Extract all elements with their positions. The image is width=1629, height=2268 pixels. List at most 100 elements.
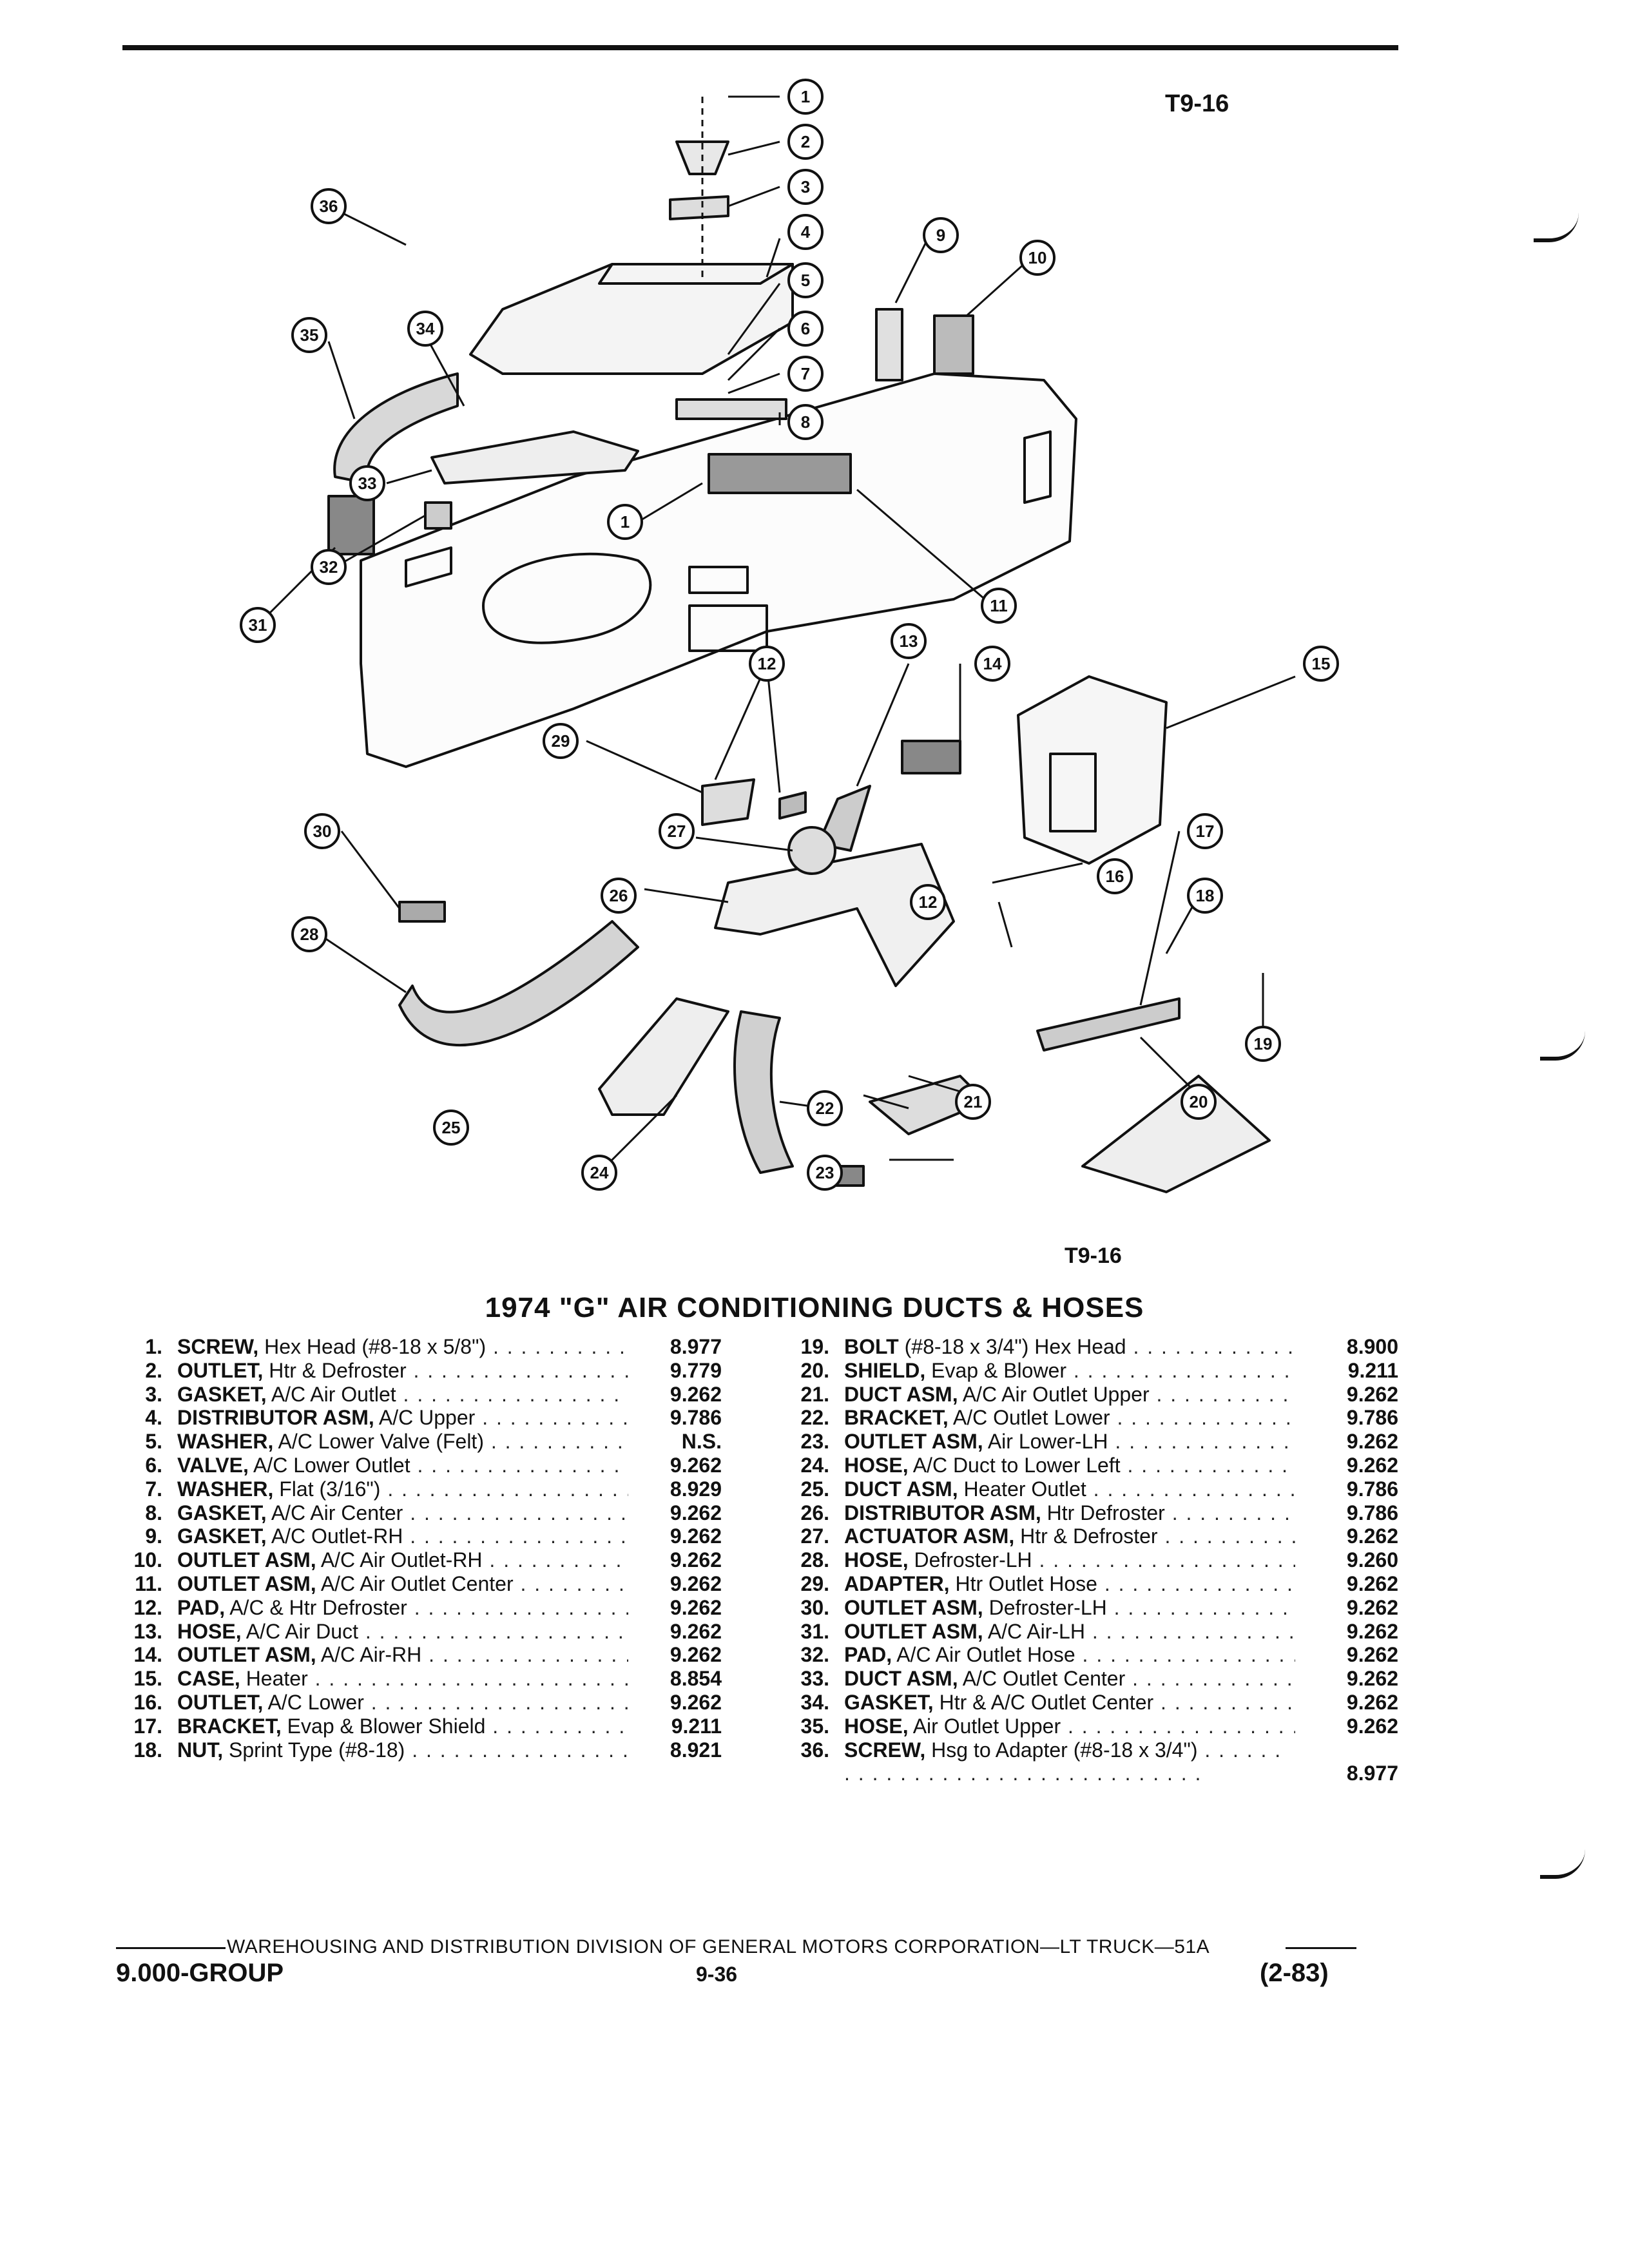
part-number: 33. [800, 1667, 829, 1691]
outlet-11-shape [708, 453, 852, 494]
leader-dots: . . . . . . . . . . . . . . . . . . . . … [429, 1643, 628, 1667]
part-description: HOSE, A/C Duct to Lower Left . . . . . .… [844, 1454, 1295, 1477]
part-number: 6. [145, 1453, 162, 1477]
part-number: 14. [133, 1643, 162, 1667]
parts-row: 35.HOSE, Air Outlet Upper . . . . . . . … [783, 1715, 1398, 1738]
part-name: PAD, [177, 1595, 226, 1619]
group-code: 9.262 [1346, 1524, 1398, 1548]
part-description: ADAPTER, Htr Outlet Hose . . . . . . . .… [844, 1572, 1295, 1596]
dash-vent-left [405, 546, 452, 588]
part-description: DUCT ASM, A/C Outlet Center . . . . . . … [844, 1667, 1295, 1691]
callout-5: 5 [801, 271, 810, 290]
callout-7: 7 [801, 364, 810, 383]
callout-28: 28 [300, 925, 319, 944]
group-code: 9.262 [1346, 1595, 1398, 1619]
part-description: HOSE, A/C Air Duct . . . . . . . . . . .… [177, 1620, 628, 1644]
part-number: 1. [145, 1335, 162, 1358]
parts-row: 24.HOSE, A/C Duct to Lower Left . . . . … [783, 1454, 1398, 1477]
part-description: OUTLET ASM, Defroster-LH . . . . . . . .… [844, 1596, 1295, 1620]
parts-row: 1.SCREW, Hex Head (#8-18 x 5/8") . . . .… [116, 1335, 722, 1359]
callout-34: 34 [416, 319, 435, 338]
part-name: GASKET, [844, 1690, 934, 1714]
binder-mark-1 [1534, 213, 1579, 242]
group-code: 9.262 [670, 1548, 722, 1572]
part-name: HOSE, [844, 1453, 909, 1477]
part-detail: Sprint Type (#8-18) [229, 1738, 405, 1762]
part-detail: Htr Defroster [1046, 1501, 1165, 1524]
leader-dots: . . . . . . . . . . . . . . . . . . . . … [844, 1738, 1282, 1785]
callout-21: 21 [964, 1092, 983, 1111]
group-code: 9.260 [1346, 1548, 1398, 1572]
group-code: 9.262 [1346, 1382, 1398, 1406]
parts-row: 30.OUTLET ASM, Defroster-LH . . . . . . … [783, 1596, 1398, 1620]
part-detail: A/C Outlet-RH [271, 1524, 403, 1548]
hose-13-shape [817, 785, 871, 852]
part-description: OUTLET ASM, A/C Air-RH . . . . . . . . .… [177, 1643, 628, 1667]
distributor-26 [714, 843, 955, 987]
callout-4: 4 [801, 222, 811, 242]
part-name: DISTRIBUTOR ASM, [177, 1406, 374, 1430]
group-code: 9.262 [1346, 1690, 1398, 1714]
callout-33: 33 [358, 474, 377, 493]
shield-20-shape [1081, 1075, 1271, 1193]
callout-16: 16 [1106, 867, 1124, 886]
gasket-8-shape [675, 398, 787, 420]
leader-dots: . . . . . . . . . . . . . . . . . . . . … [417, 1453, 629, 1477]
callout-29: 29 [552, 731, 570, 751]
part-detail: Air Outlet Upper [912, 1714, 1061, 1738]
part-number: 15. [133, 1667, 162, 1691]
part-description: ACTUATOR ASM, Htr & Defroster . . . . . … [844, 1524, 1295, 1548]
top-rule [122, 45, 1398, 50]
binder-mark-3 [1540, 1849, 1585, 1879]
footer-division-line: WAREHOUSING AND DISTRIBUTION DIVISION OF… [227, 1936, 1210, 1957]
leader-dots: . . . . . . . . . . . . . . . . . . . . … [414, 1595, 628, 1619]
gasket-3-shape [669, 195, 729, 220]
dash-control-opening [688, 604, 768, 652]
parts-row: 5.WASHER, A/C Lower Valve (Felt) . . . .… [116, 1430, 722, 1454]
callout-11: 11 [990, 596, 1008, 615]
callout-20: 20 [1190, 1092, 1208, 1111]
part-number: 29. [800, 1571, 829, 1595]
part-number: 11. [135, 1571, 162, 1595]
leader-dots: . . . . . . . . . . . . . . . . . . . . … [412, 1738, 628, 1762]
part-name: GASKET, [177, 1524, 267, 1548]
leader-dots: . . . . . . . . . . . . . . . . . . . . … [1093, 1477, 1295, 1501]
part-description: BRACKET, A/C Outlet Lower . . . . . . . … [844, 1406, 1295, 1430]
group-code: 8.900 [1346, 1335, 1398, 1358]
part-number: 27. [800, 1524, 829, 1548]
parts-row: 29. ADAPTER, Htr Outlet Hose . . . . . . … [783, 1572, 1398, 1596]
part-name: SCREW, [844, 1738, 926, 1762]
leader-dots: . . . . . . . . . . . . . . . . . . . . … [490, 1430, 628, 1454]
part-name: BRACKET, [177, 1714, 282, 1738]
group-code: 9.262 [1346, 1430, 1398, 1454]
callout-2: 2 [801, 132, 810, 151]
callout-35: 35 [300, 325, 319, 345]
parts-row: 15.CASE, Heater . . . . . . . . . . . . … [116, 1667, 722, 1691]
part-number: 19. [800, 1335, 829, 1358]
part-number: 31. [800, 1619, 829, 1643]
part-number: 18. [133, 1738, 162, 1762]
group-code: 9.262 [670, 1595, 722, 1619]
part-number: 2. [145, 1358, 162, 1382]
part-description: GASKET, A/C Air Outlet . . . . . . . . .… [177, 1383, 628, 1407]
part-name: OUTLET, [177, 1358, 264, 1382]
part-number: 26. [800, 1501, 829, 1524]
part-number: 36. [800, 1738, 829, 1762]
part-number: 10. [133, 1548, 162, 1572]
group-code: 9.786 [1346, 1406, 1398, 1430]
part-description: HOSE, Defroster-LH . . . . . . . . . . .… [844, 1548, 1295, 1572]
part-detail: A/C Air Outlet-RH [320, 1548, 483, 1572]
parts-row: 11.OUTLET ASM, A/C Air Outlet Center . .… [116, 1572, 722, 1596]
group-code: 9.262 [1346, 1619, 1398, 1643]
outlet-31-shape [327, 495, 375, 555]
part-name: SCREW, [177, 1335, 259, 1358]
part-name: OUTLET ASM, [177, 1548, 316, 1572]
pad-12-shape [778, 791, 807, 820]
part-description: BRACKET, Evap & Blower Shield . . . . . … [177, 1715, 628, 1738]
parts-row: 28.HOSE, Defroster-LH . . . . . . . . . … [783, 1548, 1398, 1572]
part-name: HOSE, [844, 1714, 909, 1738]
part-name: VALVE, [177, 1453, 249, 1477]
part-description: OUTLET, A/C Lower . . . . . . . . . . . … [177, 1691, 628, 1715]
leader-dots: . . . . . . . . . . . . . . . . . . . . … [1068, 1714, 1295, 1738]
part-detail: A/C Air Outlet Hose [896, 1643, 1075, 1667]
